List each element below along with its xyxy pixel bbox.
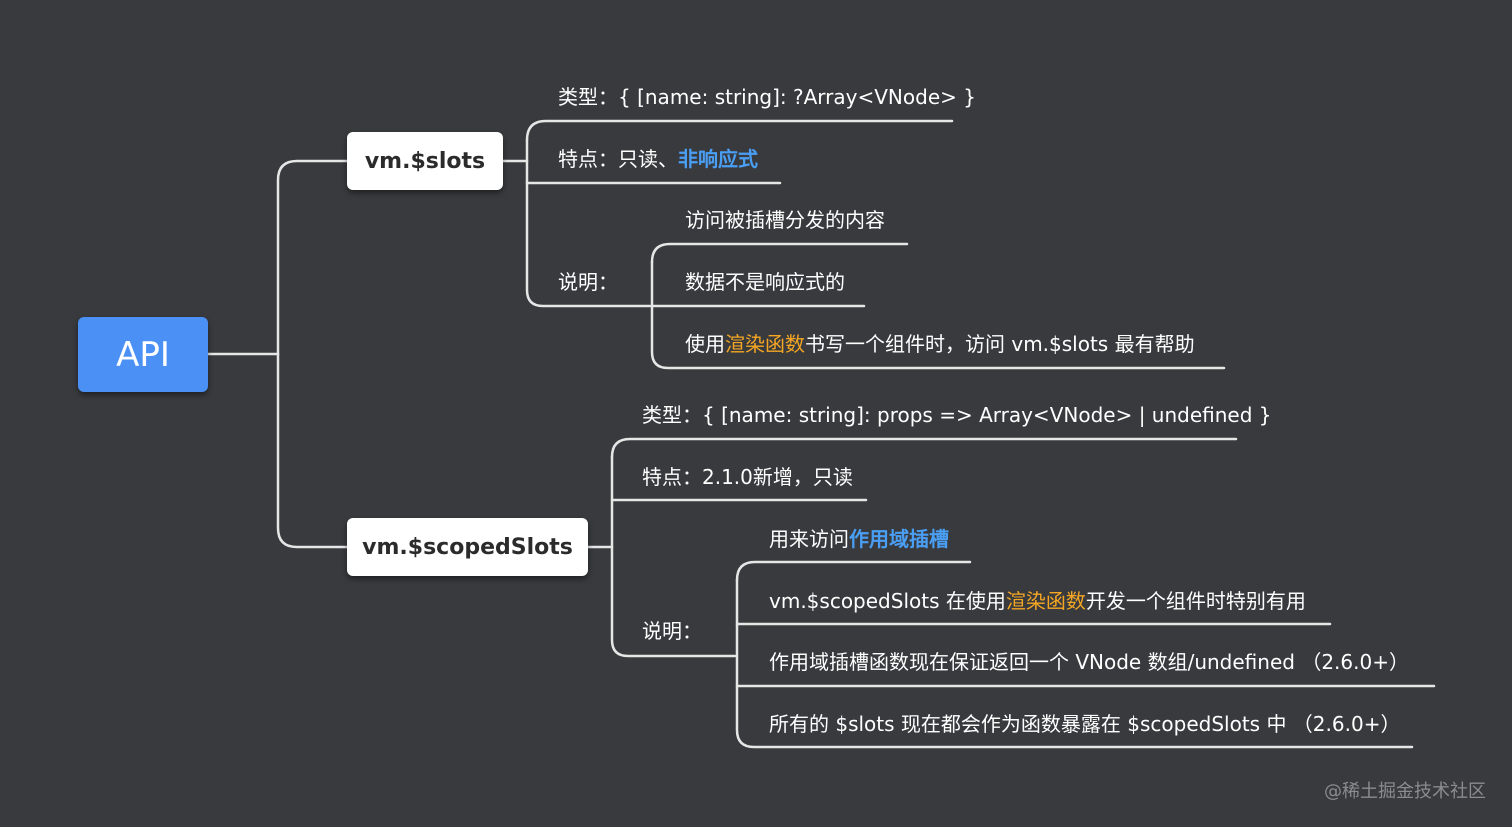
slots-feature: 特点：只读、非响应式	[558, 147, 758, 171]
highlight-non-reactive: 非响应式	[678, 147, 758, 171]
highlight-render-function: 渲染函数	[725, 332, 805, 356]
scoped-desc-label: 说明：	[642, 619, 702, 643]
watermark: @稀土掘金技术社区	[1324, 781, 1486, 802]
highlight-scoped-slots: 作用域插槽	[849, 527, 949, 551]
scoped-desc-3: 作用域插槽函数现在保证返回一个 VNode 数组/undefined （2.6.…	[769, 650, 1409, 674]
slots-desc-label: 说明：	[558, 270, 618, 294]
root-label: API	[116, 334, 170, 375]
scoped-desc-2: vm.$scopedSlots 在使用渲染函数开发一个组件时特别有用	[769, 589, 1306, 613]
scoped-feature: 特点：2.1.0新增，只读	[642, 465, 853, 489]
root-node-api: API	[78, 317, 208, 392]
slots-desc-1: 访问被插槽分发的内容	[685, 208, 885, 232]
branch-node-slots: vm.$slots	[347, 132, 503, 190]
slots-desc-3: 使用渲染函数书写一个组件时，访问 vm.$slots 最有帮助	[685, 332, 1195, 356]
scoped-type: 类型：{ [name: string]: props => Array<VNod…	[642, 403, 1272, 427]
branch-label-scoped-slots: vm.$scopedSlots	[362, 534, 573, 560]
branch-label-slots: vm.$slots	[364, 148, 486, 174]
slots-type: 类型：{ [name: string]: ?Array<VNode> }	[558, 85, 976, 109]
scoped-desc-4: 所有的 $slots 现在都会作为函数暴露在 $scopedSlots 中 （2…	[769, 712, 1401, 736]
slots-desc-2: 数据不是响应式的	[685, 270, 845, 294]
highlight-render-function-2: 渲染函数	[1005, 589, 1086, 613]
scoped-desc-1: 用来访问作用域插槽	[769, 527, 949, 551]
branch-node-scoped-slots: vm.$scopedSlots	[347, 518, 588, 576]
